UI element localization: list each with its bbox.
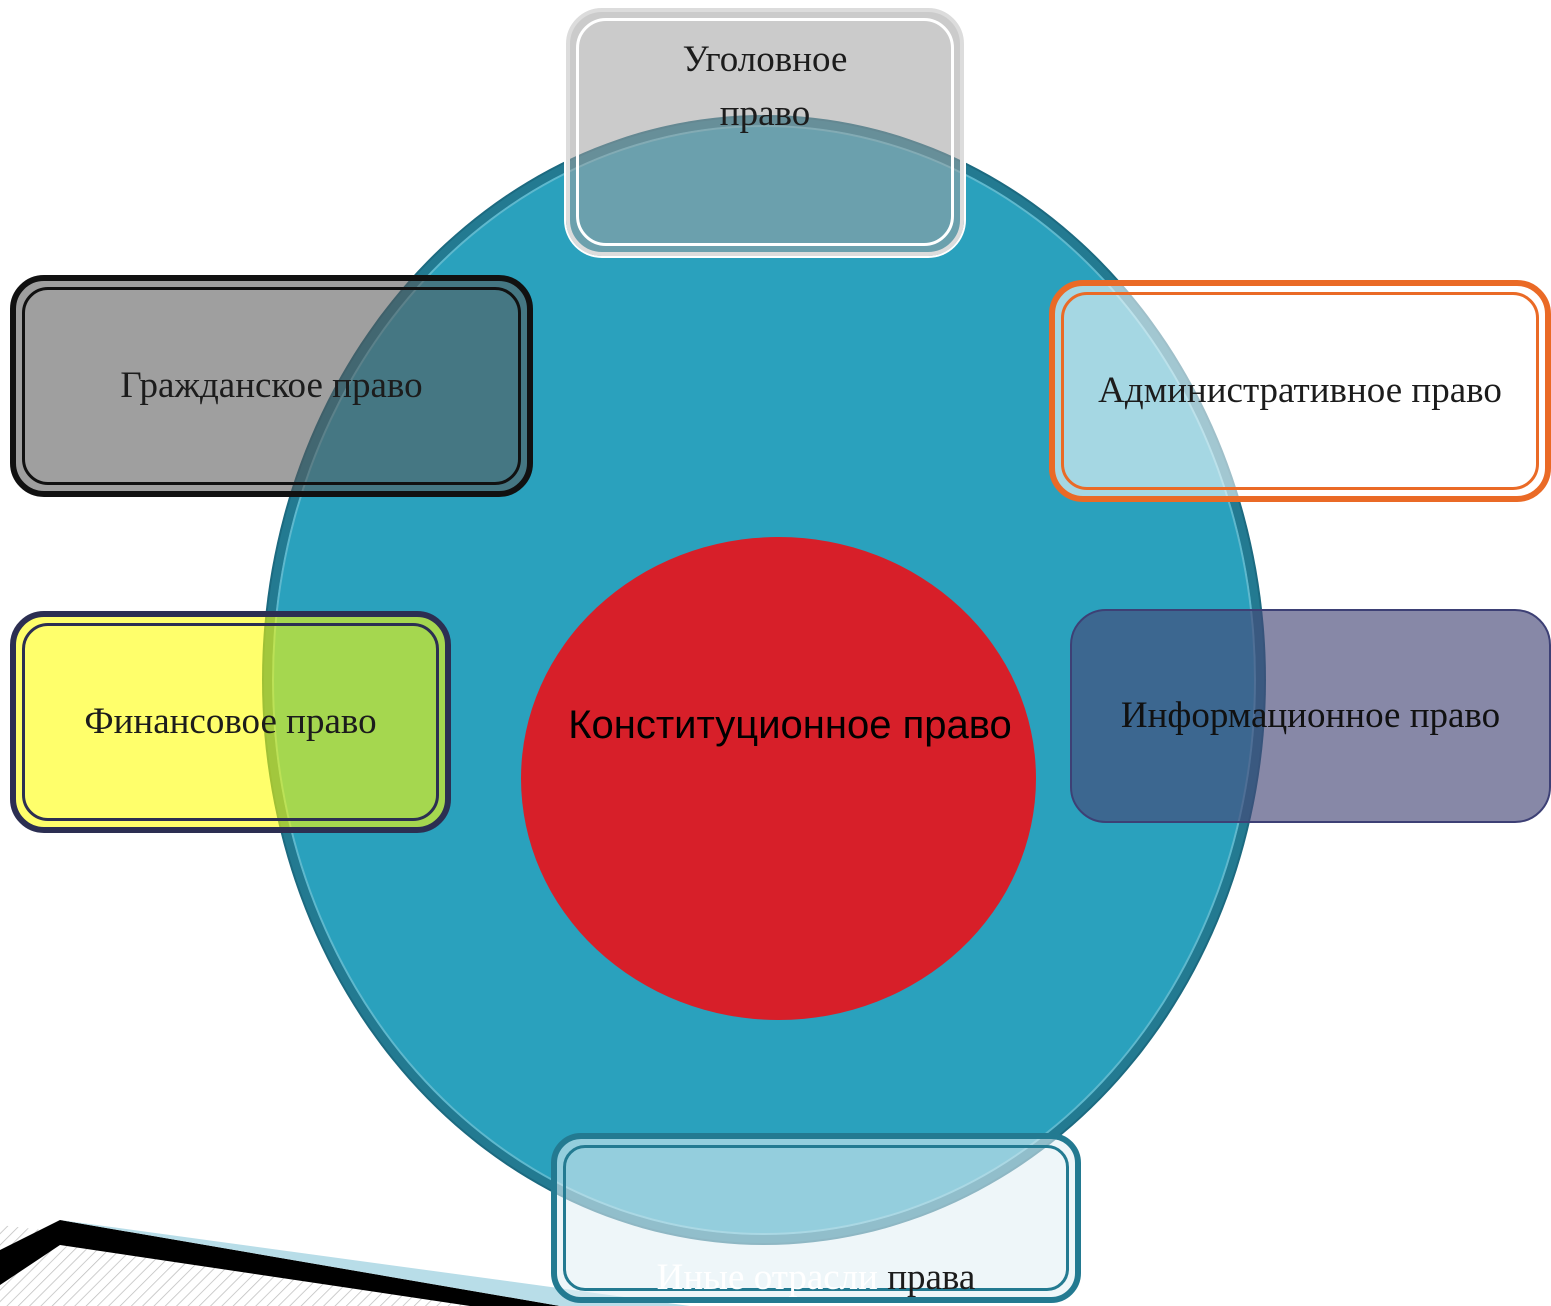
branch-administrative-law: Административное право — [1049, 280, 1551, 502]
branch-administrative-label: Административное право — [1098, 370, 1502, 412]
branch-civil-label: Гражданское право — [120, 365, 423, 407]
branch-financial-label: Финансовое право — [84, 701, 377, 743]
branch-criminal-label: Уголовное право — [682, 39, 848, 134]
branch-other-label-part2: права — [887, 1257, 976, 1299]
branch-other-law: Иные отрасли права — [551, 1133, 1081, 1303]
branch-other-label-part1: Иные отрасли — [656, 1257, 888, 1299]
branch-other-label: Иные отрасли права — [657, 1221, 976, 1298]
center-circle — [521, 537, 1036, 1020]
center-label: Конституционное право — [568, 703, 1012, 747]
branch-criminal-law: Уголовное право — [566, 8, 964, 256]
branch-information-law: Информационное право — [1070, 609, 1551, 823]
branch-information-label: Информационное право — [1120, 695, 1501, 737]
branch-civil-law: Гражданское право — [10, 275, 533, 497]
branch-financial-law: Финансовое право — [10, 611, 451, 833]
